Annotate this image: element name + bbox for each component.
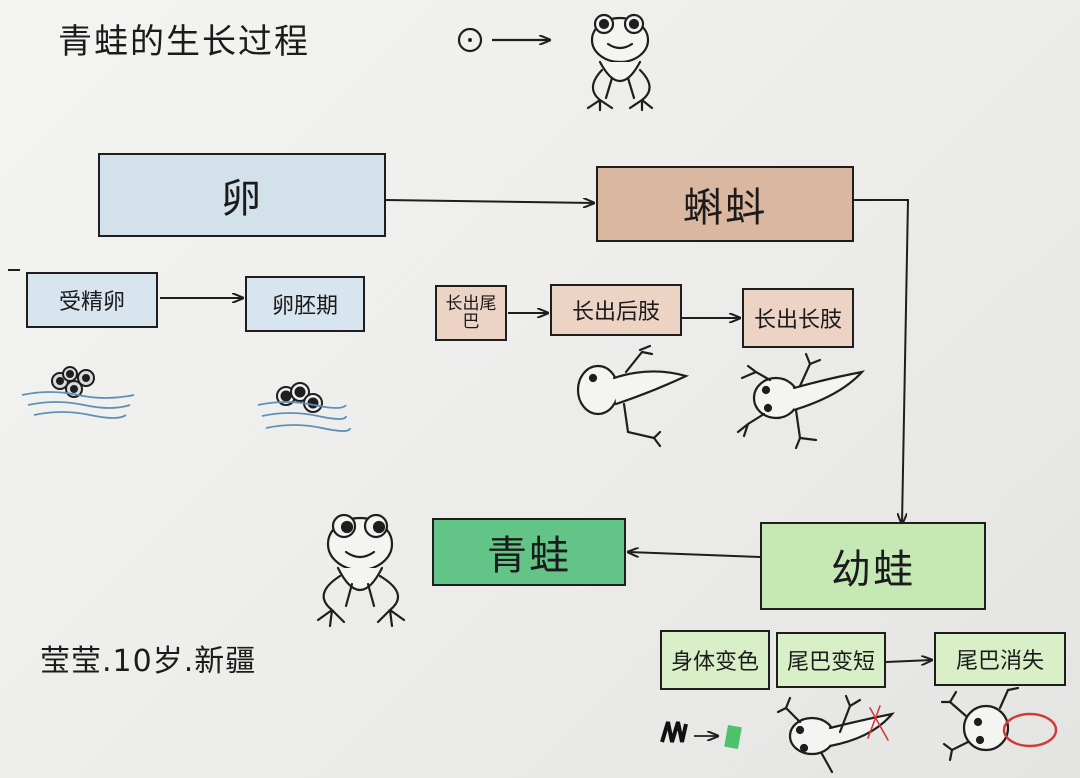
color-change-scribble-icon	[660, 721, 742, 750]
frog-top-drawing-icon	[586, 13, 654, 112]
substage-fore-legs: 长出长肢	[742, 288, 854, 348]
froglet-tail-gone-drawing-icon	[940, 686, 1058, 762]
substage-tail-disappears: 尾巴消失	[934, 632, 1066, 686]
title-arrow-icon	[457, 27, 550, 53]
frog-drawing-icon	[316, 513, 406, 628]
substage-tail-shortens-label: 尾巴变短	[786, 650, 875, 675]
arrow-short-to-gone	[885, 660, 932, 662]
substage-body-color: 身体变色	[660, 630, 770, 690]
substage-fore-legs-label: 长出长肢	[753, 308, 842, 333]
tadpole-hind-legs-drawing-icon	[576, 344, 690, 448]
substage-fertilized-egg-label: 受精卵	[58, 290, 125, 315]
stage-froglet-label: 幼蛙	[831, 547, 915, 593]
author-signature: 莹莹.10岁.新疆	[40, 644, 257, 679]
arrow-egg-to-tadpole	[385, 200, 594, 203]
substage-body-color-label: 身体变色	[670, 650, 759, 675]
embryo-eggs-drawing-icon	[276, 382, 323, 413]
froglet-short-tail-drawing-icon	[776, 694, 895, 774]
stage-frog: 青蛙	[432, 518, 626, 586]
substage-hind-legs-label: 长出后肢	[571, 300, 660, 325]
stage-egg: 卵	[98, 153, 386, 237]
stage-frog-label: 青蛙	[487, 533, 571, 579]
arrow-tadpole-to-froglet	[854, 199, 910, 524]
stage-tadpole-label: 蝌蚪	[683, 185, 767, 231]
substage-embryo: 卵胚期	[245, 276, 365, 332]
substage-tail-grows: 长出尾巴	[435, 285, 507, 341]
water-waves-left-icon	[21, 391, 135, 419]
substage-tail-disappears-label: 尾巴消失	[955, 649, 1044, 674]
substage-tail-grows-label: 长出尾巴	[445, 294, 497, 332]
substage-fertilized-egg: 受精卵	[26, 272, 158, 328]
water-waves-right-icon	[257, 401, 351, 432]
arrow-froglet-to-frog	[628, 552, 761, 558]
substage-embryo-label: 卵胚期	[271, 294, 338, 319]
page-title: 青蛙的生长过程	[58, 22, 310, 62]
fertilized-eggs-drawing-icon	[51, 366, 95, 398]
stage-egg-label: 卵	[221, 176, 263, 222]
stage-tadpole: 蝌蚪	[596, 166, 854, 242]
substage-hind-legs: 长出后肢	[550, 284, 682, 336]
substage-tail-shortens: 尾巴变短	[776, 632, 886, 688]
tadpole-four-legs-drawing-icon	[736, 352, 866, 450]
stage-froglet: 幼蛙	[760, 522, 986, 610]
